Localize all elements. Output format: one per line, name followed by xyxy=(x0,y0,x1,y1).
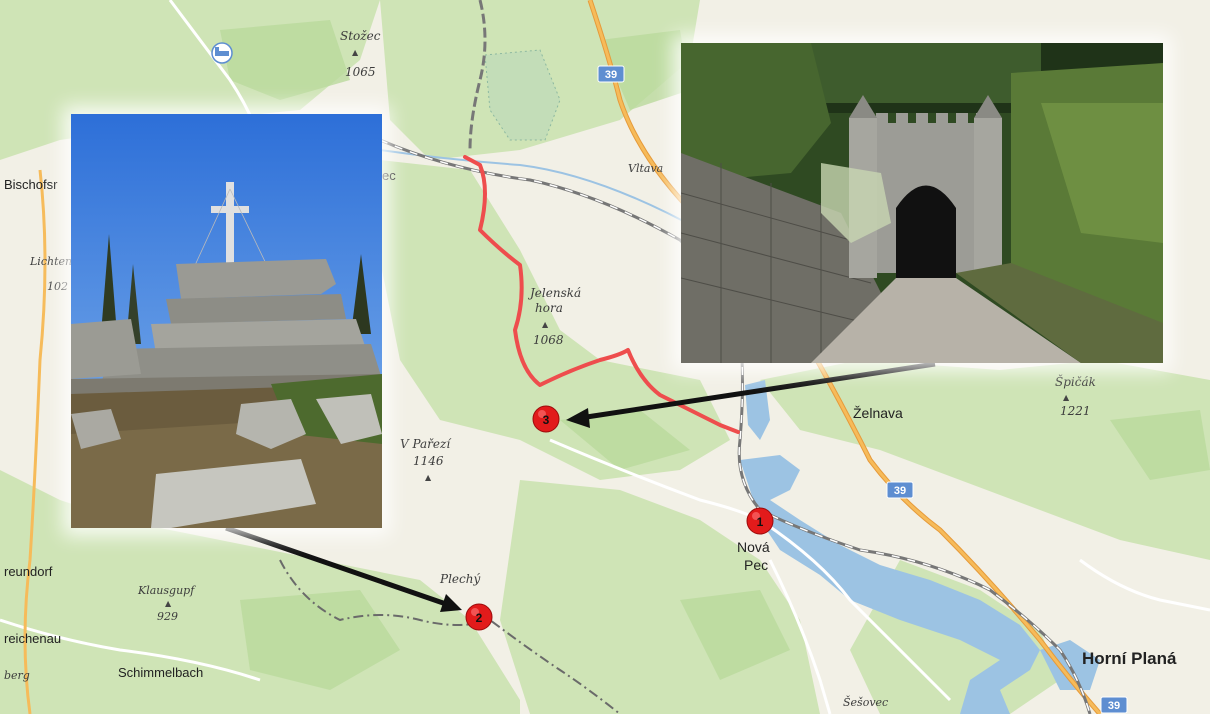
hotel-icon[interactable] xyxy=(211,42,233,64)
peak-triangle: ▲ xyxy=(542,320,549,329)
railway-dashes xyxy=(379,139,1091,714)
road-shield: 39 xyxy=(886,481,914,499)
label-berg: berg xyxy=(4,669,30,682)
label-plechy: Plechý xyxy=(439,572,480,586)
svg-text:39: 39 xyxy=(894,485,906,497)
arrow-to-marker-3 xyxy=(566,361,936,428)
label-stozec-ele: 1065 xyxy=(345,65,376,79)
peak-triangle: ▲ xyxy=(352,48,359,57)
forest-dark xyxy=(220,20,1210,690)
label-bischofsr: Bischofsr xyxy=(4,177,58,192)
wetland-area xyxy=(484,49,561,141)
peak-triangle: ▲ xyxy=(425,473,432,482)
label-pec-fragment: ec xyxy=(382,168,396,183)
photo-summit-cross[interactable] xyxy=(71,114,382,528)
lipno-reservoir xyxy=(740,455,1040,714)
label-zelnava: Želnava xyxy=(853,405,903,421)
svg-text:39: 39 xyxy=(1108,700,1120,712)
label-klausgupf-ele: 929 xyxy=(157,610,178,623)
label-vltava: Vltava xyxy=(628,162,663,175)
label-horni-plana: Horní Planá xyxy=(1082,649,1177,668)
label-jelenska-1: Jelenská xyxy=(527,286,581,300)
summit-cross-image xyxy=(71,114,382,528)
left-road xyxy=(23,169,47,714)
label-reundorf: reundorf xyxy=(4,564,53,579)
label-klausgupf: Klausgupf xyxy=(137,584,196,597)
label-spicak-ele: 1221 xyxy=(1060,404,1091,418)
label-nova-pec-2: Pec xyxy=(744,557,768,573)
marker-1[interactable]: 1 xyxy=(746,507,774,535)
peak-triangle: ▲ xyxy=(1063,393,1070,402)
marker-3[interactable]: 3 xyxy=(532,405,560,433)
marker-1-label: 1 xyxy=(757,515,764,529)
label-stozec: Stožec xyxy=(340,29,381,43)
marker-2-label: 2 xyxy=(476,611,483,625)
label-jelenska-2: hora xyxy=(535,301,563,315)
marker-3-label: 3 xyxy=(543,413,550,427)
railway-north xyxy=(468,0,487,151)
label-sesovec: Šešovec xyxy=(843,695,888,709)
state-border xyxy=(279,559,621,714)
photo-tunnel-portal[interactable] xyxy=(680,43,1163,363)
road-shield: 39 xyxy=(1100,696,1128,714)
marker-2[interactable]: 2 xyxy=(465,603,493,631)
road-shield: 39 xyxy=(597,65,625,83)
label-spicak: Špičák xyxy=(1055,373,1096,389)
peak-triangle: ▲ xyxy=(165,599,172,608)
label-v-parezi-ele: 1146 xyxy=(413,454,444,468)
label-schimmelbach: Schimmelbach xyxy=(118,665,203,680)
svg-text:39: 39 xyxy=(605,69,617,81)
label-lichten: Lichten xyxy=(29,255,72,268)
arrow-to-marker-2 xyxy=(225,525,462,612)
label-nova-pec-1: Nová xyxy=(737,539,770,555)
pond xyxy=(745,380,770,440)
label-v-parezi: V Pařezí xyxy=(400,437,452,451)
label-reichenau: reichenau xyxy=(4,631,61,646)
tunnel-image xyxy=(680,43,1163,363)
label-lichten-ele: 102 xyxy=(47,280,68,293)
hiking-route xyxy=(463,155,740,434)
label-jelenska-ele: 1068 xyxy=(533,333,564,347)
